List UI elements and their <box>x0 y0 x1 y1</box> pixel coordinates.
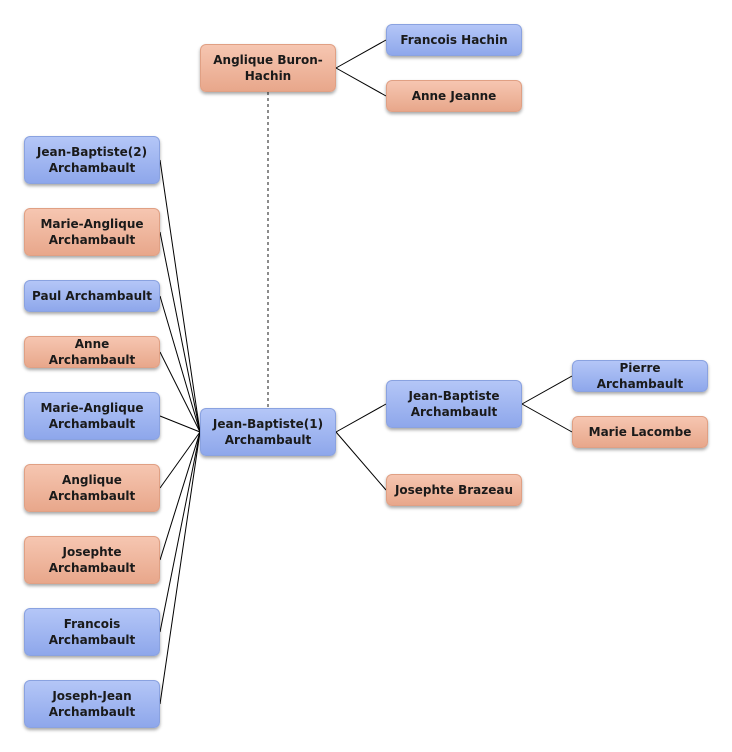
person-name-line1: Josephte <box>62 545 122 559</box>
person-name-line2: Archambault <box>48 161 136 175</box>
connector-jb1-jbz <box>335 431 387 491</box>
person-name-line2: Archambault <box>410 405 498 419</box>
person-name-line1: Marie-Anglique <box>40 217 144 231</box>
person-name-line2: Archambault <box>48 633 136 647</box>
connector-child-9 <box>159 431 201 705</box>
connector-child-1 <box>159 159 201 433</box>
person-node-pierre-archambault[interactable]: Pierre Archambault <box>572 360 708 392</box>
child-node-paul-archambault[interactable]: Paul Archambault <box>24 280 160 312</box>
person-name: Anne Jeanne <box>411 89 497 103</box>
person-node-anglique-buron-hachin[interactable]: Anglique Buron- Hachin <box>200 44 336 92</box>
person-name-line2: Archambault <box>224 433 312 447</box>
connector-child-5 <box>159 415 201 433</box>
connector-child-7 <box>159 431 201 561</box>
connector-jb1-jb <box>335 403 387 433</box>
person-name-line1: Jean-Baptiste(2) <box>36 145 148 159</box>
person-name: Pierre Archambault <box>596 361 684 391</box>
person-name-line1: Anglique Buron- <box>213 53 323 67</box>
person-name: Marie Lacombe <box>588 425 692 439</box>
person-name-line2: Archambault <box>48 561 136 575</box>
connector-child-4 <box>159 351 201 433</box>
connector-child-8 <box>159 431 201 633</box>
person-name-line1: Anglique <box>62 473 122 487</box>
person-name: Anne Archambault <box>48 337 136 367</box>
connector-child-2 <box>159 231 201 433</box>
person-node-francois-hachin[interactable]: Francois Hachin <box>386 24 522 56</box>
person-name-line2: Archambault <box>48 705 136 719</box>
person-node-jean-baptiste-1[interactable]: Jean-Baptiste(1) Archambault <box>200 408 336 456</box>
connector-jb-ml <box>521 403 573 433</box>
person-name-line2: Hachin <box>244 69 292 83</box>
person-name-line2: Archambault <box>48 233 136 247</box>
connector-abh-fh <box>335 39 387 69</box>
person-name-line1: Francois <box>63 617 121 631</box>
person-name: Josephte Brazeau <box>394 483 514 497</box>
connector-abh-aj <box>335 67 387 97</box>
person-node-josephte-brazeau[interactable]: Josephte Brazeau <box>386 474 522 506</box>
person-name-line1: Marie-Anglique <box>40 401 144 415</box>
person-name-line1: Jean-Baptiste <box>408 389 500 403</box>
person-node-anne-jeanne[interactable]: Anne Jeanne <box>386 80 522 112</box>
person-name-line2: Archambault <box>48 417 136 431</box>
child-node-jean-baptiste-2[interactable]: Jean-Baptiste(2) Archambault <box>24 136 160 184</box>
connector-child-3 <box>159 295 201 433</box>
person-name: Francois Hachin <box>400 33 508 47</box>
connector-child-6 <box>159 431 201 489</box>
person-name: Paul Archambault <box>32 289 152 303</box>
person-name-line2: Archambault <box>48 489 136 503</box>
child-node-anne-archambault[interactable]: Anne Archambault <box>24 336 160 368</box>
connector-jb-pa <box>521 375 573 405</box>
person-node-marie-lacombe[interactable]: Marie Lacombe <box>572 416 708 448</box>
person-name-line1: Jean-Baptiste(1) <box>212 417 324 431</box>
person-name-line1: Joseph-Jean <box>52 689 132 703</box>
